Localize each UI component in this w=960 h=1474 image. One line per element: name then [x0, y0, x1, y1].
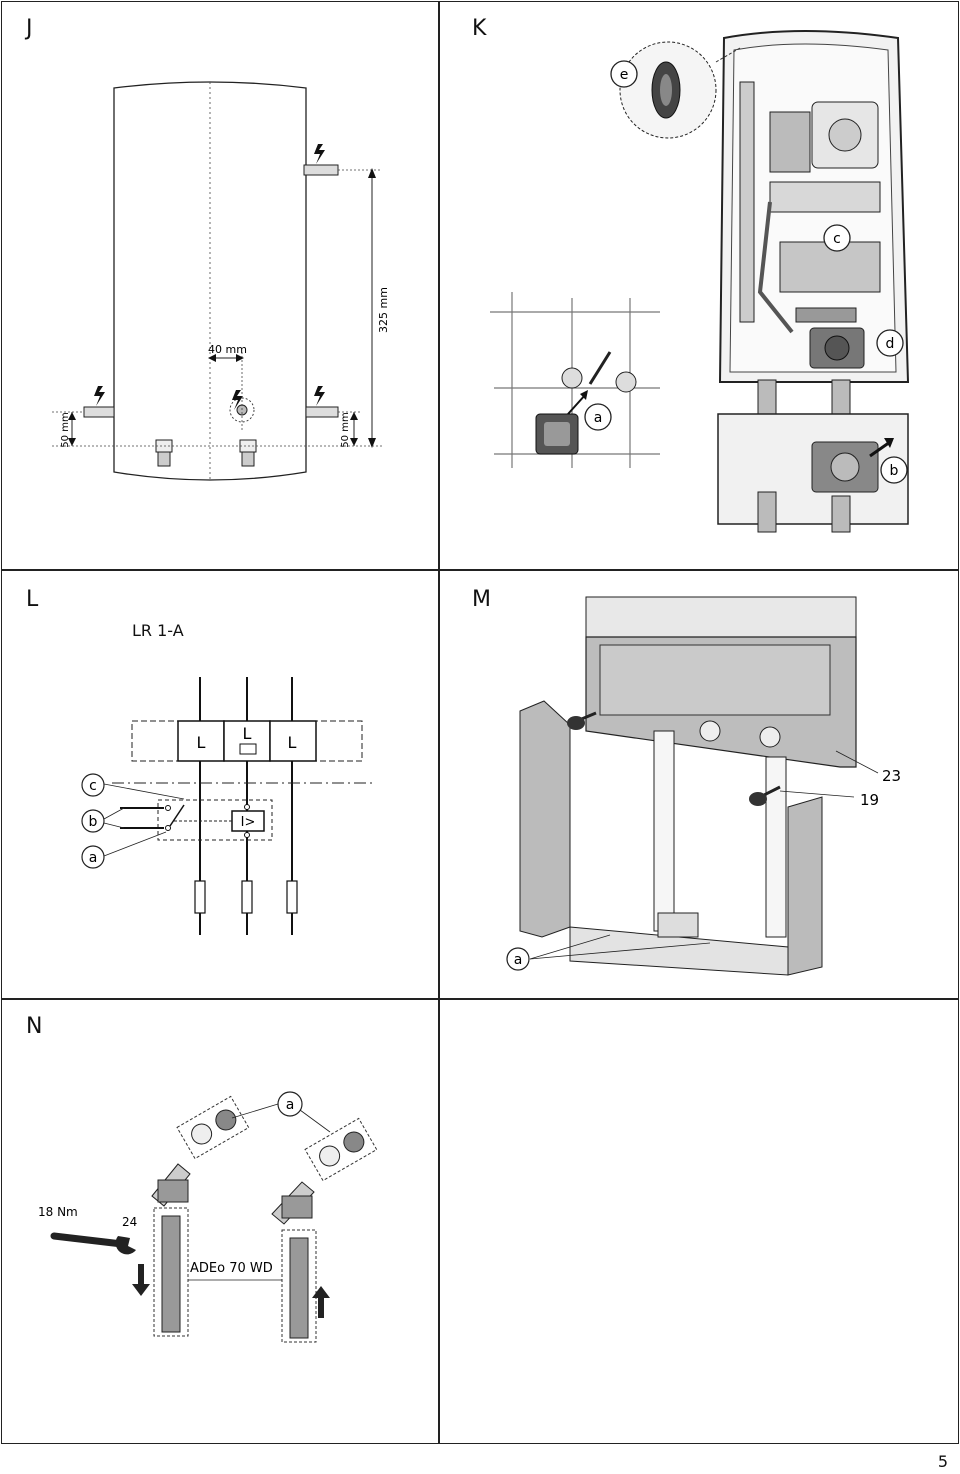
svg-text:a: a [286, 1097, 295, 1113]
dim-325: 325 mm [377, 287, 390, 333]
callout-a: a [277, 1091, 303, 1117]
arrow-down-icon [132, 1264, 150, 1296]
panel-m: M 23 19 a [440, 571, 958, 997]
callout-a: a [584, 403, 612, 431]
callout-b: b [880, 456, 908, 484]
dim-50-left: 50 mm [60, 412, 71, 447]
bottom-fitting-right [239, 439, 257, 467]
callout-a: a [506, 947, 530, 971]
part-23: 23 [882, 767, 901, 785]
load-shedding-relay-circuit: L L L I> c b [81, 677, 374, 935]
dim-40: 40 mm [208, 343, 247, 356]
panel-label-n: N [26, 1014, 43, 1039]
callout-c: c [823, 224, 851, 252]
lightning-icon [314, 144, 325, 164]
part-19: 19 [860, 791, 879, 809]
panel-k: K [440, 2, 958, 569]
panel-label-m: M [472, 587, 491, 612]
terminal-installation-illustration: a b c d e [490, 30, 910, 533]
left-pipe [52, 406, 115, 418]
panel-label-l: L [26, 587, 39, 612]
panel-empty [440, 1000, 958, 1443]
lightning-icon [232, 390, 243, 410]
panel-l: L LR 1-A L L L I> [2, 571, 438, 997]
top-right-pipe [303, 164, 382, 176]
panel-n: N a ADEo 70 WD [2, 1000, 438, 1443]
svg-text:a: a [594, 410, 603, 426]
bottom-fitting-left [155, 439, 173, 467]
callout-a: a [81, 845, 105, 869]
lightning-icon [94, 386, 105, 406]
panel-label-k: K [472, 16, 487, 41]
callout-c: c [81, 773, 105, 797]
lightning-icon [314, 386, 325, 406]
callout-b: b [81, 809, 105, 833]
svg-text:b: b [890, 463, 899, 479]
arrow-up-icon [312, 1286, 330, 1318]
fuse-label-2: L [243, 724, 252, 743]
svg-text:a: a [89, 850, 98, 866]
page-number: 5 [937, 1452, 948, 1471]
svg-text:c: c [833, 231, 841, 247]
panel-j: J 325 mm [2, 2, 438, 569]
appliance-connection-diagram: 325 mm 40 mm [52, 81, 390, 482]
pipe-connection-illustration: a ADEo 70 WD 18 Nm 24 [38, 1091, 378, 1343]
model-label: ADEo 70 WD [190, 1261, 273, 1276]
right-pipe [305, 406, 362, 418]
grid-divider-row1 [1, 569, 959, 571]
screw-upper [567, 711, 597, 730]
torque-label: 18 Nm [38, 1205, 78, 1219]
svg-text:a: a [514, 952, 523, 968]
callout-d: d [876, 329, 904, 357]
circuit-title: LR 1-A [132, 621, 184, 640]
panel-label-j: J [26, 16, 33, 41]
figure-grid [1, 1, 959, 1444]
wrench-size-label: 24 [122, 1215, 137, 1229]
svg-text:b: b [89, 814, 98, 830]
svg-text:e: e [620, 67, 629, 83]
grid-divider-vertical [438, 1, 440, 1444]
grid-divider-row2 [1, 998, 959, 1000]
relay-symbol: I> [241, 815, 256, 830]
wrench-icon [50, 1232, 136, 1255]
dim-50-right: 50 mm [340, 412, 351, 447]
svg-text:c: c [89, 778, 97, 794]
screw-lower [749, 785, 781, 806]
fuse-label-3: L [288, 733, 297, 752]
cover-mounting-illustration: 23 19 a [506, 596, 901, 976]
fuse-label-1: L [197, 733, 206, 752]
svg-text:d: d [886, 336, 895, 352]
callout-e: e [610, 60, 638, 88]
